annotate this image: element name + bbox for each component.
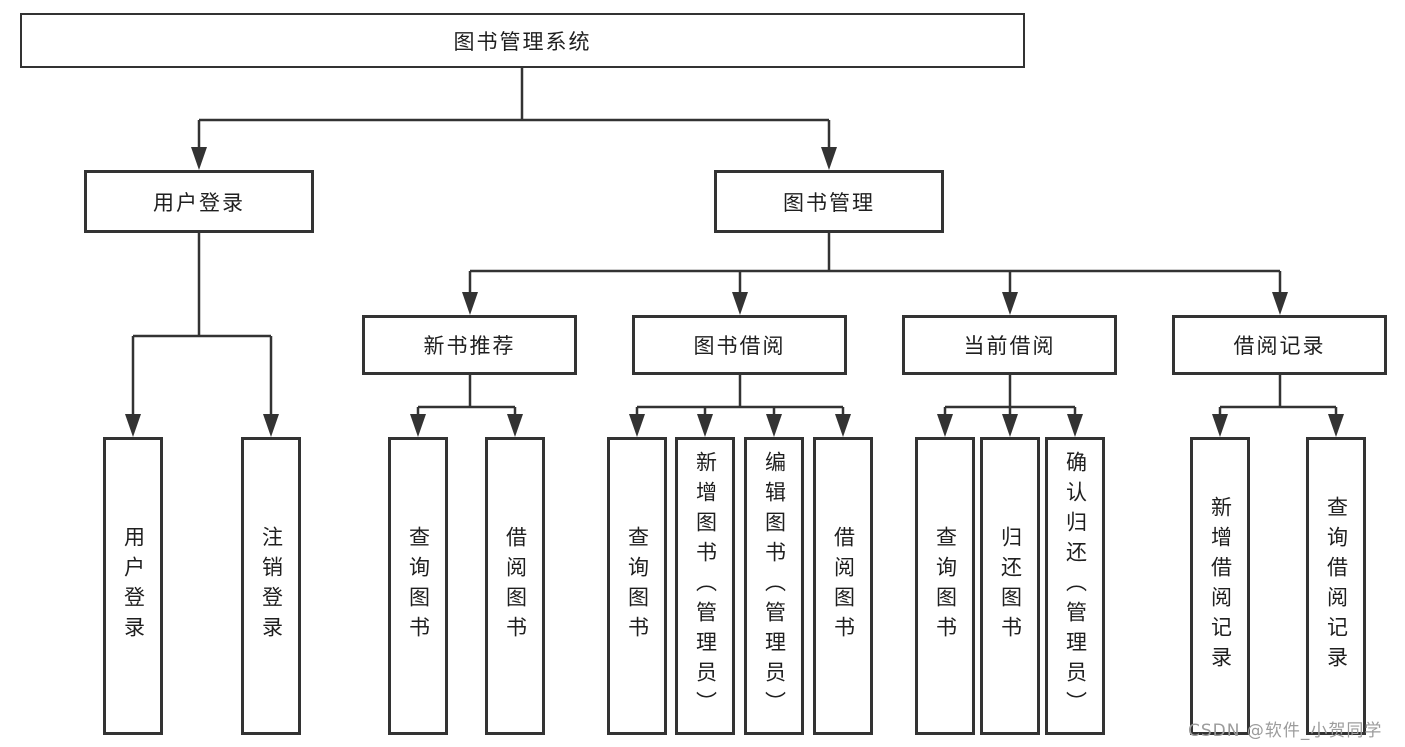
node-new-book-recommendation: 新书推荐 [362, 315, 577, 375]
leaf-add-borrow-record: 新增借阅记录 [1190, 437, 1250, 735]
node-user-login: 用户登录 [84, 170, 314, 233]
leaf-logout-login: 注销登录 [241, 437, 301, 735]
leaf-query-borrow-record: 查询借阅记录 [1306, 437, 1366, 735]
watermark-text: CSDN @软件_小贺同学 [1188, 721, 1383, 741]
leaf-borrow-books-recommend: 借阅图书 [485, 437, 545, 735]
leaf-return-books: 归还图书 [980, 437, 1040, 735]
leaf-query-books-current: 查询图书 [915, 437, 975, 735]
node-current-borrowing: 当前借阅 [902, 315, 1117, 375]
leaf-confirm-return-admin: 确认归还（管理员） [1045, 437, 1105, 735]
leaf-user-login: 用户登录 [103, 437, 163, 735]
leaf-query-books-borrowing: 查询图书 [607, 437, 667, 735]
node-book-management: 图书管理 [714, 170, 944, 233]
leaf-add-books-admin: 新增图书（管理员） [675, 437, 735, 735]
node-borrowing-records: 借阅记录 [1172, 315, 1387, 375]
leaf-borrow-books-borrowing: 借阅图书 [813, 437, 873, 735]
connector-arrowheads [125, 147, 1344, 437]
node-book-borrowing: 图书借阅 [632, 315, 847, 375]
leaf-edit-books-admin: 编辑图书（管理员） [744, 437, 804, 735]
node-library-system: 图书管理系统 [20, 13, 1025, 68]
leaf-query-books-recommend: 查询图书 [388, 437, 448, 735]
